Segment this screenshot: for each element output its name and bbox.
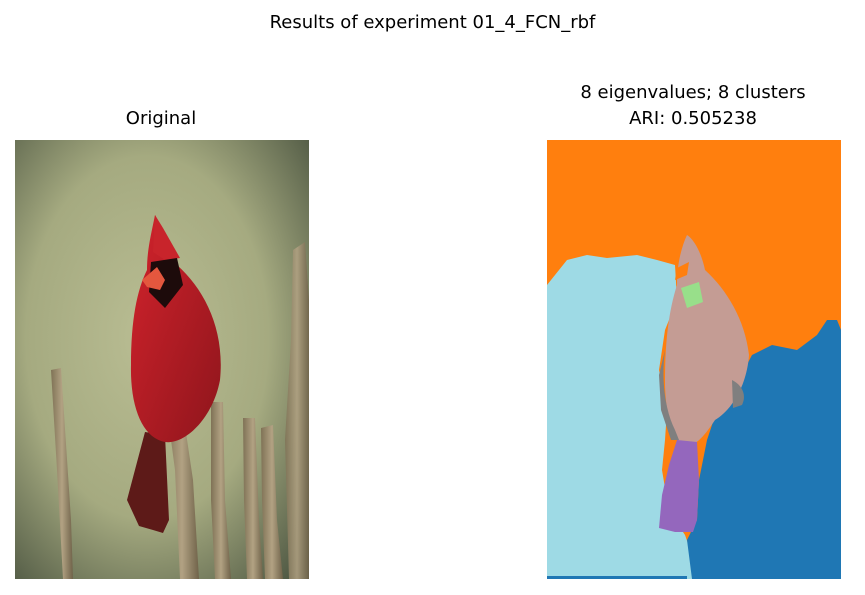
fence-post [243,418,263,579]
fence-post [285,242,309,579]
segmentation-title-line1: 8 eigenvalues; 8 clusters [580,82,806,103]
fence-post [211,402,231,579]
cluster-light-blue-region [547,255,692,579]
cardinal-photo [15,140,309,579]
cardinal-tail [127,432,169,533]
segmentation-image [547,140,841,579]
fence-post [261,425,283,579]
cardinal-beak [142,267,165,290]
segmentation-title-line2: ARI: 0.505238 [629,108,757,129]
cluster-gray-region [659,350,679,440]
segmentation-panel-title: 8 eigenvalues; 8 clusters ARI: 0.505238 [520,80,865,132]
cluster-light-green-region [681,282,703,308]
figure-title: Results of experiment 01_4_FCN_rbf [269,12,596,33]
cardinal-crest [153,215,180,260]
cluster-gray-region [732,380,744,408]
cluster-orange-edge [675,262,689,280]
original-panel-title: Original [125,108,197,129]
original-image [15,140,309,579]
cluster-map [547,140,841,579]
cluster-blue-strip [547,576,687,579]
cluster-blue-region [687,320,841,579]
cluster-purple-region [659,440,699,532]
fence-post [51,368,73,579]
